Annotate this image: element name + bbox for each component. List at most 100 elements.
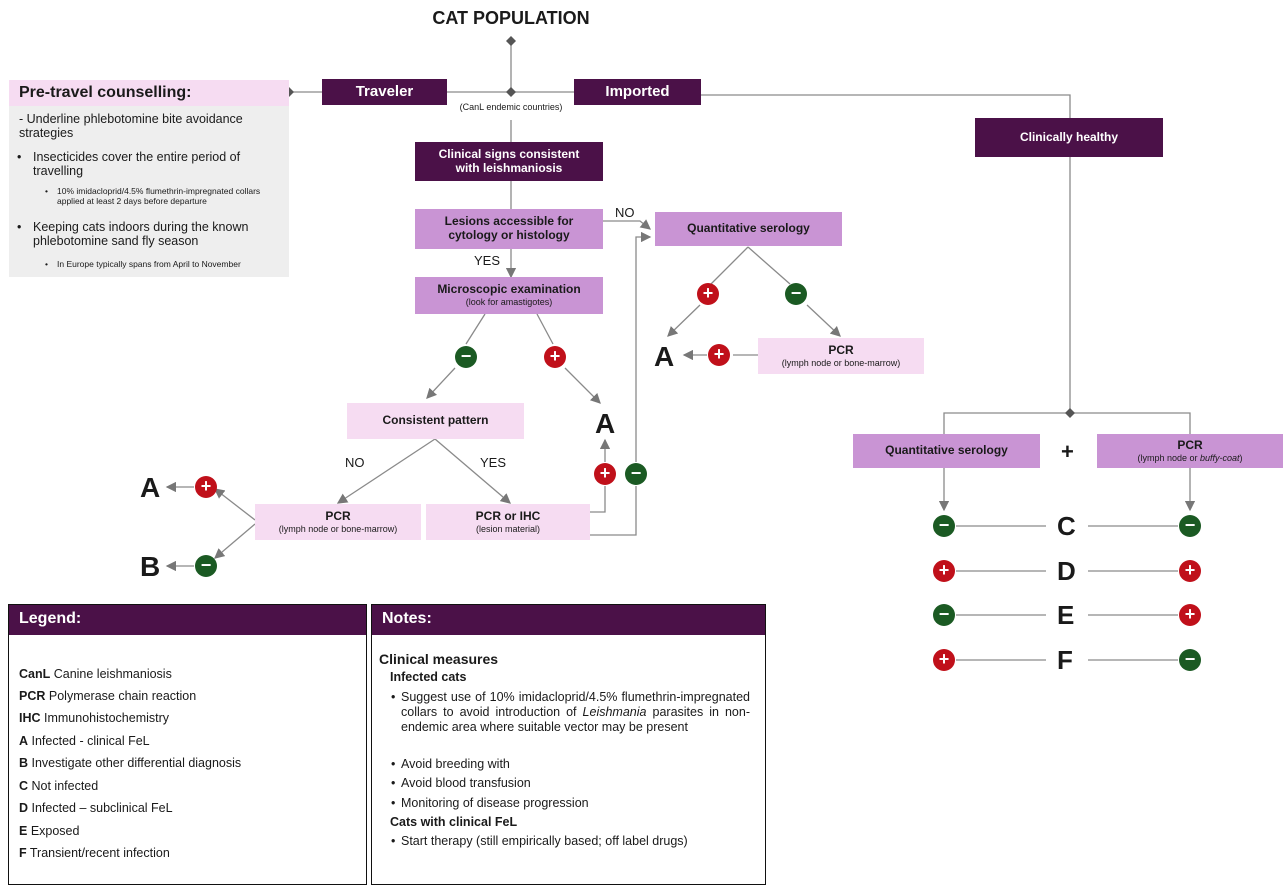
legend-text-7: Exposed — [27, 824, 80, 838]
serology-negative-badge: − — [785, 283, 807, 305]
pcr-ihc-node: PCR or IHC (lesion material) — [426, 504, 590, 540]
notes-bullet-4-dot: • — [391, 796, 396, 810]
legend-text-3: Infected - clinical FeL — [28, 734, 150, 748]
pcr-left-positive-badge: + — [195, 476, 217, 498]
legend-item-0: CanL Canine leishmaniosis — [19, 667, 172, 681]
legend-heading: Legend: — [9, 605, 366, 635]
microscopic-node: Microscopic examination (look for amasti… — [415, 277, 603, 314]
pcr-left-negative-badge: − — [195, 555, 217, 577]
plus-sign: + — [1061, 439, 1074, 464]
pcr-right-label: PCR — [1177, 437, 1203, 452]
lesions-node: Lesions accessible for cytology or histo… — [415, 209, 603, 249]
pre-travel-heading: Pre-travel counselling: — [9, 80, 289, 106]
legend-item-6: D Infected – subclinical FeL — [19, 801, 173, 815]
imported-node: Imported — [574, 79, 701, 105]
pre-travel-item-3: Keeping cats indoors during the known ph… — [33, 220, 249, 249]
lesions-no-label: NO — [615, 205, 635, 220]
pcr-right-sub-post: ) — [1239, 452, 1243, 463]
notes-bullet-1-italic: Leishmania — [582, 705, 647, 719]
legend-text-6: Infected – subclinical FeL — [28, 801, 173, 815]
legend-key-8: F — [19, 846, 27, 860]
microscopic-sub: (look for amastigotes) — [465, 297, 553, 308]
serology-positive-badge: + — [697, 283, 719, 305]
quant-serology-node: Quantitative serology — [655, 212, 842, 246]
endemic-note: (CanL endemic countries) — [459, 102, 563, 112]
legend-text-4: Investigate other differential diagnosis — [28, 756, 242, 770]
notes-bullet-1-dot: • — [391, 690, 396, 704]
outcome-b-left: B — [140, 551, 161, 582]
row-c-right-badge: − — [1179, 515, 1201, 537]
row-f-right-badge: − — [1179, 649, 1201, 671]
legend-item-8: F Transient/recent infection — [19, 846, 170, 860]
legend-key-5: C — [19, 779, 29, 793]
notes-bullet-5-dot: • — [391, 834, 396, 848]
pcr-ihc-sub: (lesion material) — [475, 523, 541, 534]
notes-bullet-5: Start therapy (still empirically based; … — [401, 834, 688, 848]
row-d-left-badge: + — [933, 560, 955, 582]
microscopic-label: Microscopic examination — [437, 282, 581, 297]
pre-travel-panel: Pre-travel counselling: - Underline phle… — [9, 80, 289, 277]
legend-item-3: A Infected - clinical FeL — [19, 734, 150, 748]
legend-key-4: B — [19, 756, 29, 770]
legend-item-1: PCR Polymerase chain reaction — [19, 689, 196, 703]
outcome-e: E — [1057, 600, 1075, 630]
lesions-yes-label: YES — [474, 253, 501, 268]
pattern-yes-label: YES — [480, 455, 507, 470]
pre-travel-bullet-1a: • — [45, 186, 48, 196]
pcr-ihc-negative-badge: − — [625, 463, 647, 485]
row-f-left-badge: + — [933, 649, 955, 671]
pcr-mid-label: PCR — [828, 342, 854, 357]
pre-travel-item-2: Insecticides cover the entire period of … — [33, 150, 241, 179]
outcome-a-mid: A — [654, 341, 675, 372]
traveler-node: Traveler — [322, 79, 447, 105]
notes-clinical-measures: Clinical measures — [379, 651, 499, 667]
pcr-ihc-positive-badge: + — [594, 463, 616, 485]
notes-bullet-1: Suggest use of 10% imidacloprid/4.5% flu… — [401, 690, 750, 735]
notes-bullet-1-b: parasites in non-endemic area where suit… — [401, 705, 750, 734]
legend-item-7: E Exposed — [19, 824, 79, 838]
legend-key-3: A — [19, 734, 29, 748]
legend-key-7: E — [19, 824, 28, 838]
pcr-right-sub-italic: buffy-coat — [1200, 452, 1240, 463]
outcome-d: D — [1057, 556, 1076, 586]
legend-key-2: IHC — [19, 711, 41, 725]
row-d-right-badge: + — [1179, 560, 1201, 582]
pre-travel-item-2-sub: 10% imidacloprid/4.5% flumethrin-impregn… — [57, 186, 261, 206]
notes-bullet-2-dot: • — [391, 757, 396, 771]
pre-travel-bullet-2a: • — [45, 259, 48, 269]
pattern-no-label: NO — [345, 455, 365, 470]
pcr-mid-node: PCR (lymph node or bone-marrow) — [758, 338, 924, 374]
clinical-signs-node: Clinical signs consistent with leishmani… — [415, 142, 603, 181]
pcr-right-sub-pre: (lymph node or — [1137, 452, 1200, 463]
outcome-a-center: A — [595, 408, 616, 439]
pcr-right-sub: (lymph node or buffy-coat) — [1137, 453, 1242, 463]
pcr-ihc-label: PCR or IHC — [475, 508, 541, 523]
pre-travel-bullet-2: • — [17, 220, 22, 234]
micro-negative-badge: − — [455, 346, 477, 368]
notes-cats-clinical: Cats with clinical FeL — [390, 815, 518, 829]
legend-item-2: IHC Immunohistochemistry — [19, 711, 169, 725]
pcr-mid-positive-badge: + — [708, 344, 730, 366]
outcome-c: C — [1057, 511, 1076, 541]
outcome-f: F — [1057, 645, 1073, 675]
pre-travel-item-3-sub: In Europe typically spans from April to … — [57, 259, 241, 269]
micro-positive-badge: + — [544, 346, 566, 368]
legend-item-4: B Investigate other differential diagnos… — [19, 756, 241, 770]
row-e-left-badge: − — [933, 604, 955, 626]
legend-key-0: CanL — [19, 667, 51, 681]
clinically-healthy-node: Clinically healthy — [975, 118, 1163, 157]
notes-infected-cats: Infected cats — [390, 670, 467, 684]
legend-text-0: Canine leishmaniosis — [50, 667, 172, 681]
pre-travel-bullet-1: • — [17, 150, 22, 164]
legend-key-6: D — [19, 801, 29, 815]
notes-bullet-2: Avoid breeding with — [401, 757, 510, 771]
pcr-left-label: PCR — [325, 508, 351, 523]
legend-text-2: Immunohistochemistry — [40, 711, 170, 725]
pre-travel-item-1: - Underline phlebotomine bite avoidance … — [19, 112, 243, 141]
row-e-right-badge: + — [1179, 604, 1201, 626]
legend-item-5: C Not infected — [19, 779, 98, 793]
notes-bullet-3-dot: • — [391, 776, 396, 790]
pcr-left-node: PCR (lymph node or bone-marrow) — [255, 504, 421, 540]
notes-heading: Notes: — [372, 605, 765, 635]
